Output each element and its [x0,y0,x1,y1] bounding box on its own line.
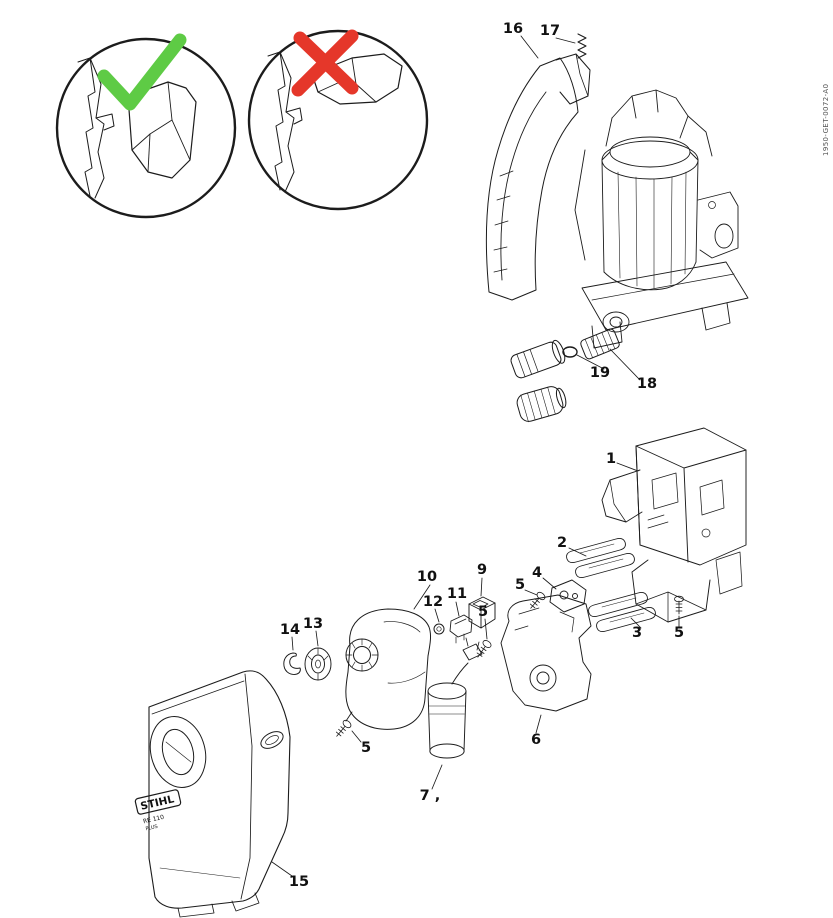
cross-icon [291,29,359,97]
callout-11: 11 [446,585,468,602]
handle-frame-part-16 [485,53,591,301]
callout-9: 9 [476,561,488,578]
callout-16: 16 [502,20,524,37]
callout-5d: 5 [360,739,372,756]
variant-text: PLUS [145,824,158,833]
callout-12: 12 [422,593,444,610]
clip-part-14 [283,652,301,675]
model-text: RE 110 [142,814,165,826]
callout-2: 2 [556,534,568,551]
legend-incorrect-detail [247,29,429,211]
callout-1: 1 [605,450,617,467]
bracket-part-4 [549,579,587,613]
brand-badge-frame [134,789,182,815]
spring-part-17 [577,33,587,59]
screw-part-5c [476,640,492,658]
check-icon [97,33,187,111]
screw-part-5d [335,719,352,737]
callout-7: 7 , [419,787,441,804]
screw-part-5a [529,591,546,609]
document-id: 1950-GET-0072-A0 [822,83,830,156]
chassis-part-1 [601,427,747,623]
cap-part-13 [304,647,332,681]
callout-10: 10 [416,568,438,585]
couplings-parts-18-19 [510,328,620,423]
strip-plates-part-2 [566,537,635,579]
screw-part-5b [674,595,684,615]
callout-13: 13 [302,615,324,632]
o-ring-part-19 [562,346,578,358]
callout-4: 4 [531,564,543,581]
mount-bracket-part-6 [500,594,592,712]
capacitor-part-7 [427,637,483,759]
tank-part-10 [345,608,432,730]
callout-5c: 5 [477,603,489,620]
terminal-part-11 [449,614,473,644]
callout-18: 18 [636,375,658,392]
switch-part-9 [468,596,496,629]
ring-part-12 [433,623,445,635]
callout-14: 14 [279,621,301,638]
housing-part-15 [134,670,291,918]
callout-5a: 5 [514,576,526,593]
leader-lines [271,35,680,877]
callout-17: 17 [539,22,561,39]
callout-5b: 5 [673,624,685,641]
strip-plates-part-3 [588,591,656,633]
pump-motor-assembly [574,89,749,349]
legend-correct-detail [55,33,237,219]
callout-15: 15 [288,873,310,890]
callout-19: 19 [589,364,611,381]
callout-3: 3 [631,624,643,641]
callout-6: 6 [530,731,542,748]
